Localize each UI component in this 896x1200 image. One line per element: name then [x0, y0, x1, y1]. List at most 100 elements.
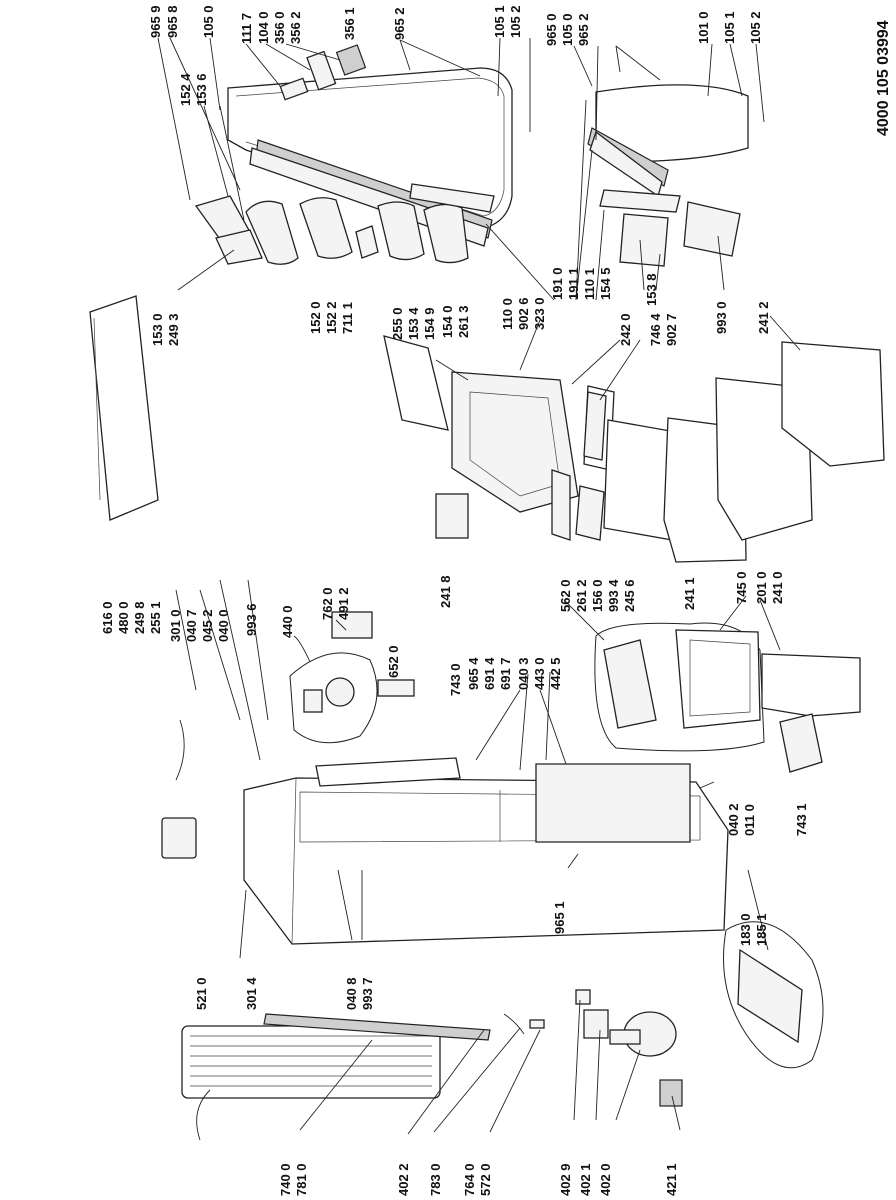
label-040-0: 040 0: [216, 609, 231, 642]
air-duct: [315, 611, 461, 787]
label-440-0: 440 0: [280, 605, 295, 638]
label-746-4: 746 4: [648, 313, 663, 346]
label-152-2: 152 2: [324, 301, 339, 334]
center-labels: 652 0 743 0 965 4 691 4 691 7 040 3 443 …: [386, 571, 809, 836]
label-965-2b: 965 2: [576, 13, 591, 46]
label-105-1a: 105 1: [492, 5, 507, 38]
label-183-0: 183 0: [738, 913, 753, 946]
label-241-8: 241 8: [438, 575, 453, 608]
label-993-0: 993 0: [714, 301, 729, 334]
label-241-2: 241 2: [756, 301, 771, 334]
label-562-0: 562 0: [558, 579, 573, 612]
label-154-0: 154 0: [440, 305, 455, 338]
label-110-0: 110 0: [500, 298, 515, 330]
label-153-8: 153 8: [644, 273, 659, 306]
evaporator-group: [594, 622, 765, 752]
label-356-0: 356 0: [272, 11, 287, 44]
label-965-2a: 965 2: [392, 7, 407, 40]
freezer-door: [587, 84, 749, 198]
label-711-1: 711 1: [340, 302, 355, 334]
door-balconies: [194, 183, 741, 267]
label-965-1: 965 1: [552, 901, 567, 934]
label-993-4: 993 4: [606, 579, 621, 612]
label-185-1: 185 1: [754, 913, 769, 946]
mid-left-labels: 616 0 480 0 249 8 255 1 301 0 040 7 045 …: [100, 575, 637, 642]
label-616-0: 616 0: [100, 601, 115, 634]
control-board: [161, 719, 197, 859]
label-402-0: 402 0: [598, 1163, 613, 1196]
label-105-2b: 105 2: [748, 11, 763, 44]
label-402-1: 402 1: [578, 1163, 593, 1196]
label-762-0: 762 0: [320, 587, 335, 620]
label-105-0: 105 0: [201, 5, 216, 38]
label-201-0: 201 0: [754, 571, 769, 604]
cabinet-body: [243, 763, 729, 945]
label-110-1: 110 1: [582, 268, 597, 300]
label-191-1: 191 1: [566, 267, 581, 300]
label-993-7: 993 7: [360, 977, 375, 1010]
label-245-6: 245 6: [622, 579, 637, 612]
label-105-1b: 105 1: [722, 11, 737, 44]
label-965-9: 965 9: [148, 5, 163, 38]
label-045-2: 045 2: [200, 609, 215, 642]
label-691-7: 691 7: [498, 657, 513, 690]
crisper-drawer-upper: [383, 335, 579, 539]
bottom-labels: 521 0 301 4 040 8 993 7 965 1 183 0 185 …: [194, 901, 769, 1196]
label-993-6: 993 6: [244, 603, 259, 636]
label-743-0: 743 0: [448, 663, 463, 696]
label-491-2: 491 2: [336, 587, 351, 620]
label-040-2: 040 2: [726, 803, 741, 836]
condenser: [181, 1025, 441, 1099]
label-323-0: 323 0: [532, 297, 547, 330]
fan-assembly-group: [289, 652, 378, 744]
label-241-1: 241 1: [682, 577, 697, 610]
label-249-8: 249 8: [132, 601, 147, 634]
label-965-8: 965 8: [165, 5, 180, 38]
label-011-0: 011 0: [742, 804, 757, 836]
label-301-0: 301 0: [168, 609, 183, 642]
label-691-4: 691 4: [482, 657, 497, 690]
label-421-1: 421 1: [664, 1163, 679, 1196]
label-965-0: 965 0: [544, 13, 559, 46]
label-154-9: 154 9: [422, 307, 437, 340]
label-442-5: 442 5: [548, 657, 563, 690]
label-255-1: 255 1: [148, 601, 163, 634]
label-152-0: 152 0: [308, 301, 323, 334]
capillary-tube: [263, 1013, 545, 1041]
label-301-4: 301 4: [244, 977, 259, 1010]
label-902-6: 902 6: [516, 297, 531, 330]
label-783-0: 783 0: [428, 1163, 443, 1196]
compressor: [575, 989, 683, 1107]
label-745-0: 745 0: [734, 571, 749, 604]
label-902-7: 902 7: [664, 313, 679, 346]
label-104-0: 104 0: [256, 11, 271, 44]
label-040-8: 040 8: [344, 977, 359, 1010]
label-781-0: 781 0: [294, 1163, 309, 1196]
label-153-4: 153 4: [406, 307, 421, 340]
top-left-labels: 965 9 965 8 105 0 111 7 104 0 356 0 356 …: [148, 5, 407, 106]
label-105-2a: 105 2: [508, 5, 523, 38]
label-105-0b: 105 0: [560, 13, 575, 46]
bottom-cover: [761, 653, 861, 773]
label-356-1: 356 1: [342, 7, 357, 40]
label-652-0: 652 0: [386, 645, 401, 678]
label-572-0: 572 0: [478, 1163, 493, 1196]
label-965-4: 965 4: [466, 657, 481, 690]
door-part-labels: 153 0 249 3 152 0 152 2 711 1 255 0 153 …: [150, 267, 771, 346]
label-040-3: 040 3: [516, 657, 531, 690]
label-402-2: 402 2: [396, 1163, 411, 1196]
label-743-1: 743 1: [794, 803, 809, 836]
label-040-7: 040 7: [184, 609, 199, 642]
label-261-3: 261 3: [456, 305, 471, 338]
label-249-3: 249 3: [166, 313, 181, 346]
label-111-7: 111 7: [239, 13, 254, 44]
label-152-4: 152 4: [178, 73, 193, 106]
top-right-labels: 105 1 105 2 965 0 105 0 965 2 101 0 105 …: [492, 5, 763, 46]
label-255-0: 255 0: [390, 307, 405, 340]
hinge-group: [723, 921, 824, 1069]
label-740-0: 740 0: [278, 1163, 293, 1196]
label-261-2: 261 2: [574, 579, 589, 612]
label-764-0: 764 0: [462, 1163, 477, 1196]
door-display-panel: [279, 44, 367, 101]
